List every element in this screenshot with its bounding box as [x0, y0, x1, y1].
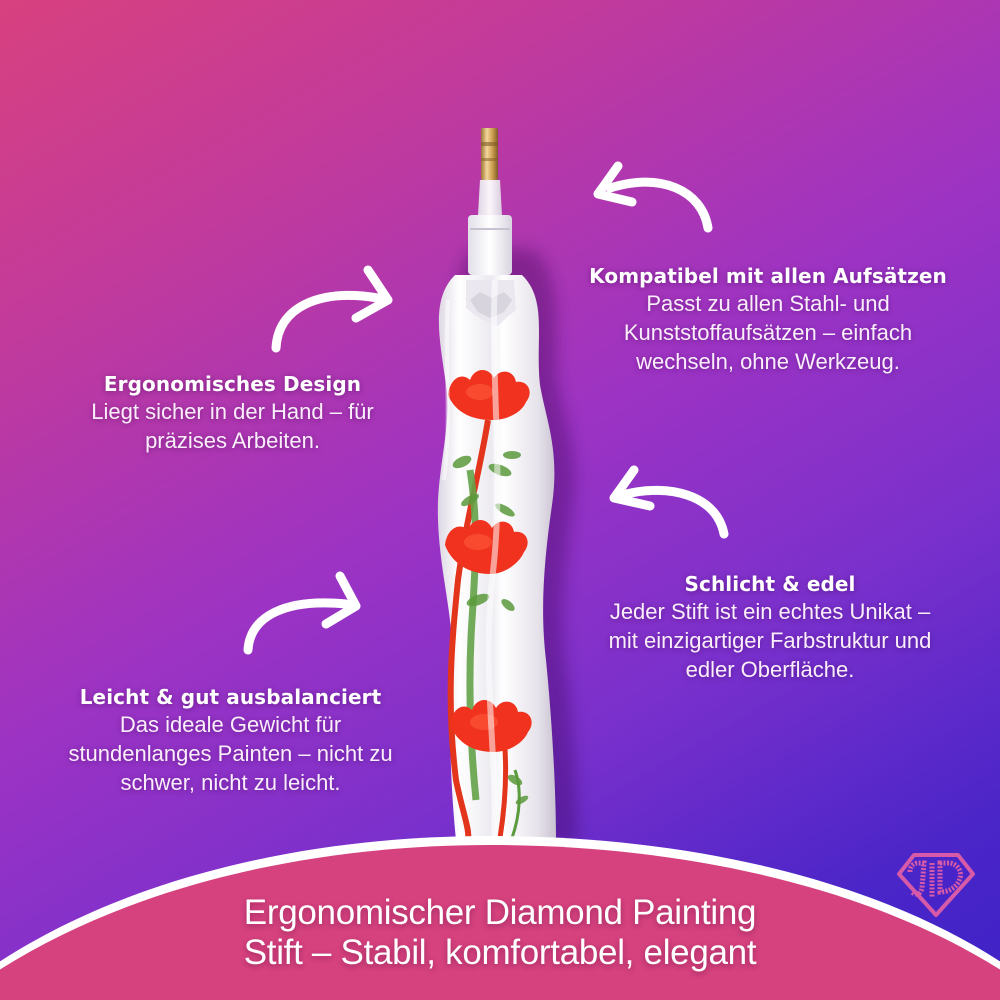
banner-line: Ergonomischer Diamond Painting [243, 893, 757, 932]
feature-title: Leicht & gut ausbalanciert [79, 685, 382, 709]
feature-description-line: edler Oberfläche. [685, 657, 855, 682]
feature-title: Schlicht & edel [684, 572, 856, 596]
feature-description-line: schwer, nicht zu leicht. [120, 770, 341, 795]
curved-arrow-left-icon [609, 465, 729, 539]
diamond-shield-jd-logo-icon [897, 853, 975, 917]
feature-description-line: Jeder Stift ist ein echtes Unikat – [609, 599, 931, 624]
feature-compatibility: Kompatibel mit allen Aufsätzen Passt zu … [558, 263, 978, 376]
feature-description-line: mit einzigartiger Farbstruktur und [608, 628, 932, 653]
curved-arrow-right-icon [243, 571, 361, 655]
feature-description-line: präzises Arbeiten. [145, 428, 320, 453]
feature-description-line: Liegt sicher in der Hand – für [91, 399, 374, 424]
curved-arrow-right-icon [271, 265, 393, 353]
curved-arrow-left-icon [593, 161, 713, 233]
feature-simple-elegant: Schlicht & edel Jeder Stift ist ein echt… [560, 571, 980, 684]
feature-title: Ergonomisches Design [103, 372, 362, 396]
feature-description-line: Kunststoffaufsätzen – einfach [623, 320, 913, 345]
feature-ergonomic-design: Ergonomisches Design Liegt sicher in der… [45, 371, 420, 455]
feature-title: Kompatibel mit allen Aufsätzen [589, 264, 947, 288]
feature-lightweight-balanced: Leicht & gut ausbalanciert Das ideale Ge… [28, 684, 433, 797]
banner-line: Stift – Stabil, komfortabel, elegant [243, 933, 757, 972]
banner-headline: Ergonomischer Diamond Painting Stift – S… [0, 893, 1000, 973]
feature-description-line: stundenlanges Painten – nicht zu [68, 741, 393, 766]
feature-description-line: Passt zu allen Stahl- und [646, 291, 890, 316]
feature-description-line: Das ideale Gewicht für [119, 712, 342, 737]
feature-description-line: wechseln, ohne Werkzeug. [636, 349, 900, 374]
